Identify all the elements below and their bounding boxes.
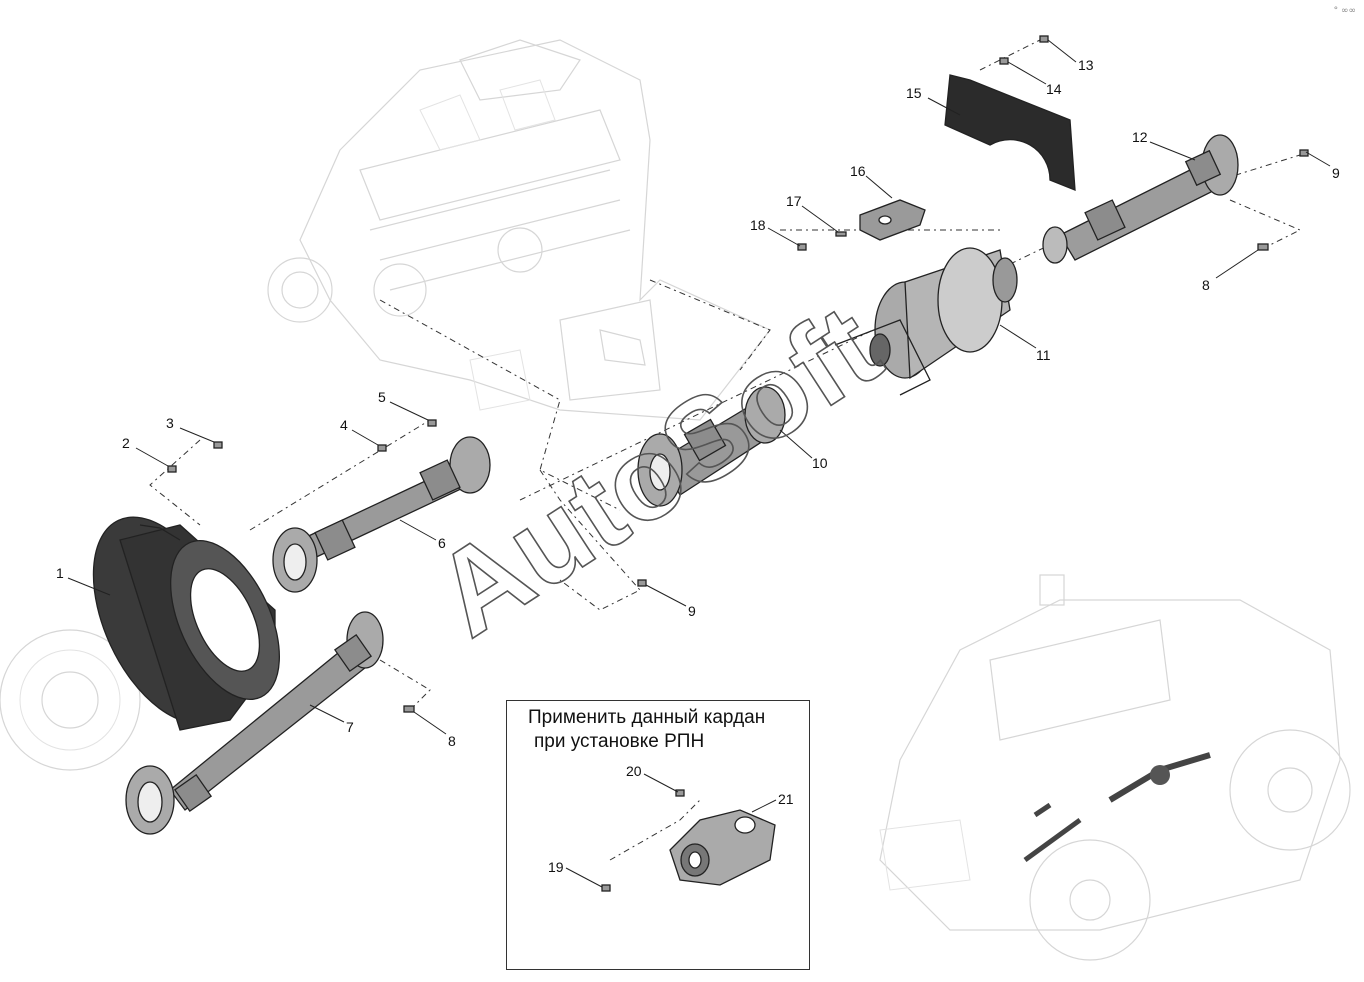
- callout-10: 10: [812, 455, 828, 471]
- callout-17: 17: [786, 193, 802, 209]
- part-3-bolt: [213, 441, 223, 449]
- part-12-cardan-shaft: [1042, 134, 1239, 264]
- callout-9-second: 9: [1332, 165, 1340, 181]
- inset-note-box: [506, 700, 810, 970]
- callout-4: 4: [340, 417, 348, 433]
- callout-3: 3: [166, 415, 174, 431]
- callout-12: 12: [1132, 129, 1148, 145]
- callout-7: 7: [346, 719, 354, 735]
- callout-13: 13: [1078, 57, 1094, 73]
- tractor-support: [1150, 765, 1170, 785]
- callout-1: 1: [56, 565, 64, 581]
- part-14-washer: [999, 57, 1009, 65]
- callouts: 1 2 3 4 5 6 7 8 9 10 11 12 13 14 15 16 1…: [56, 57, 1340, 875]
- callout-8: 8: [448, 733, 456, 749]
- assembly-lines: [149, 39, 1302, 861]
- callout-21: 21: [778, 791, 794, 807]
- part-16-bracket: [859, 199, 926, 241]
- inset-note: Применить данный кардан при установке РП…: [528, 706, 818, 754]
- note-line-1: Применить данный кардан: [528, 707, 766, 728]
- leader-lines: [67, 39, 1331, 888]
- tractor-driveline-front: [1023, 817, 1082, 863]
- part-9-nut: [637, 579, 647, 587]
- part-19-bolt: [601, 884, 611, 892]
- callout-8-second: 8: [1202, 277, 1210, 293]
- callout-15: 15: [906, 85, 922, 101]
- part-15-shield: [944, 74, 1076, 191]
- part-18-bolt: [797, 243, 807, 251]
- part-17-pin: [835, 231, 847, 237]
- part-6-cardan-shaft: [272, 436, 491, 593]
- part-8-bolt: [403, 705, 415, 713]
- part-11-support-shaft: [834, 247, 1018, 396]
- part-1-bell-housing: [92, 516, 280, 731]
- callout-19: 19: [548, 859, 564, 875]
- fasteners: [167, 35, 1309, 892]
- callout-14: 14: [1046, 81, 1062, 97]
- callout-6: 6: [438, 535, 446, 551]
- part-2-washer: [167, 465, 177, 473]
- callout-11: 11: [1036, 347, 1051, 363]
- corner-mark: ° ∞∞: [1333, 6, 1356, 16]
- part-5-bolt: [427, 419, 437, 427]
- note-line-2: при установке РПН: [534, 731, 705, 752]
- tractor-ghost: [879, 574, 1351, 961]
- callout-18: 18: [750, 217, 766, 233]
- callout-9: 9: [688, 603, 696, 619]
- callout-20: 20: [626, 763, 642, 779]
- callout-2: 2: [122, 435, 130, 451]
- part-8-bolt-2: [1257, 243, 1269, 251]
- part-7-cardan-shaft: [125, 611, 384, 835]
- callout-16: 16: [850, 163, 866, 179]
- wheel-ghost: [0, 629, 141, 771]
- part-20-bolt: [675, 789, 685, 797]
- callout-5: 5: [378, 389, 386, 405]
- part-13-bolt: [1039, 35, 1049, 43]
- part-4-pin: [377, 444, 387, 452]
- part-21-flange-yoke: [669, 809, 776, 886]
- engine-ghost: [267, 39, 771, 421]
- tractor-joint: [1033, 802, 1052, 818]
